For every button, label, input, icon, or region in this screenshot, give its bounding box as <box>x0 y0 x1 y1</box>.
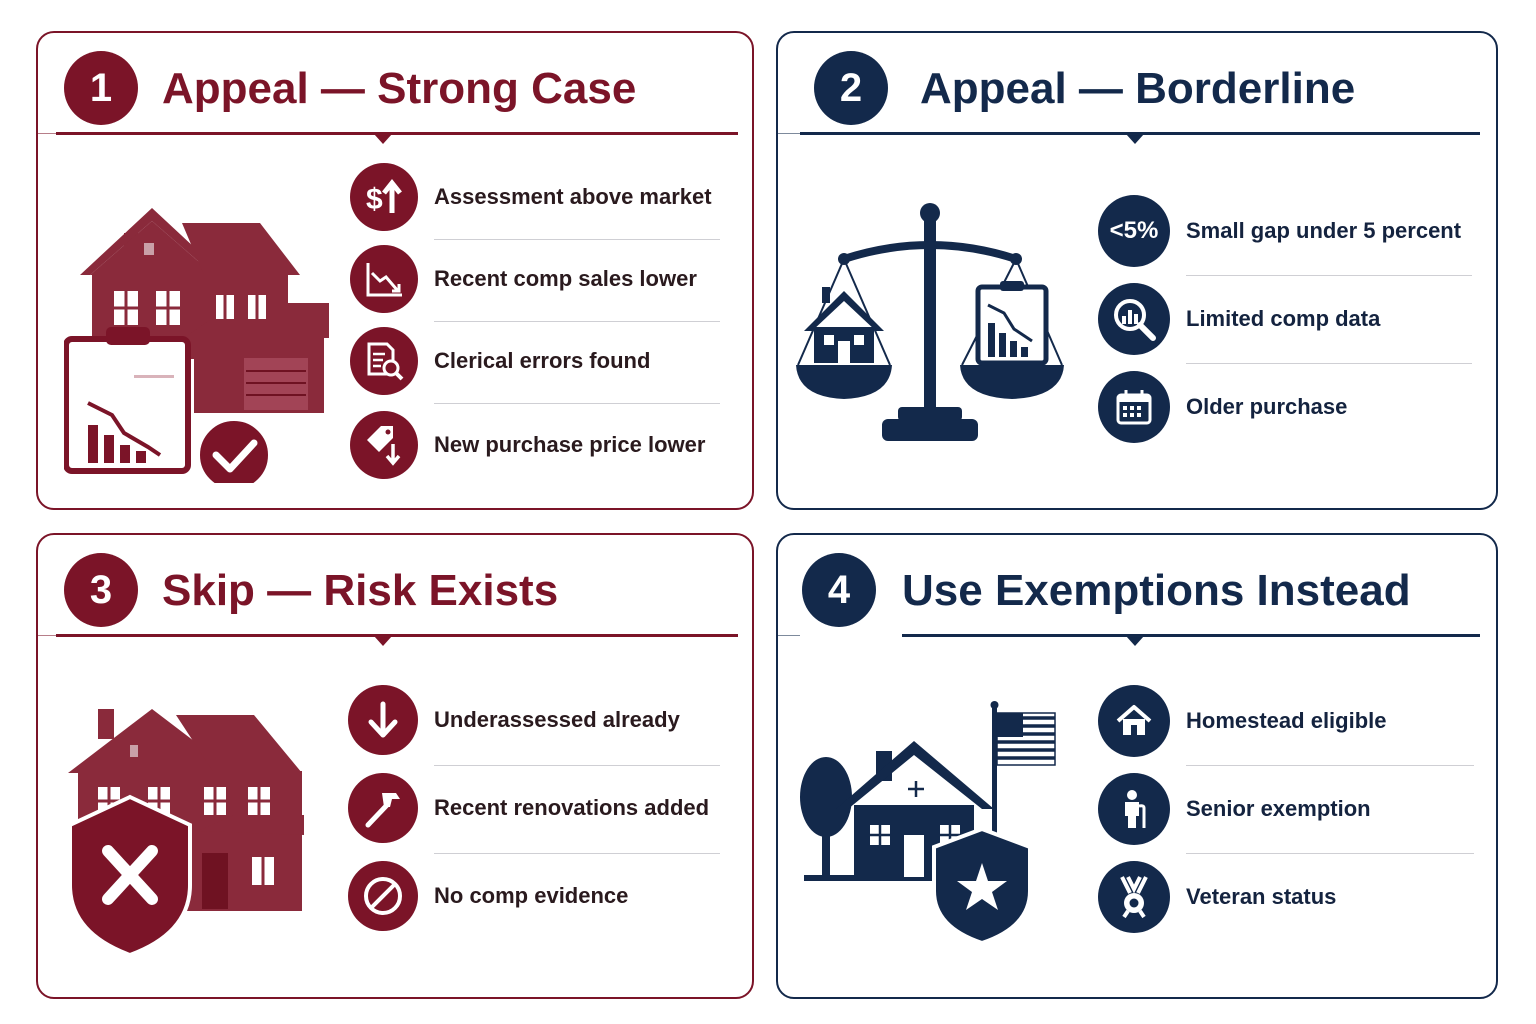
less-than-5-percent-icon: <5% <box>1098 195 1170 267</box>
list-item: Limited comp data <box>1098 283 1478 355</box>
house-flag-star-shield-illustration <box>800 701 1056 945</box>
hammer-icon <box>348 773 418 843</box>
item-label: No comp evidence <box>434 883 629 908</box>
card-title: Use Exemptions Instead <box>902 566 1411 615</box>
item-label: Veteran status <box>1186 884 1337 909</box>
list-item: $ Assessment above market <box>350 163 730 231</box>
calendar-icon <box>1098 371 1170 443</box>
card-header: 1 Appeal — Strong Case <box>38 33 752 144</box>
balance-scale-illustration <box>796 203 1064 441</box>
dollar-up-arrow-icon: $ <box>350 163 418 231</box>
list-item: No comp evidence <box>348 861 730 931</box>
criteria-list: Homestead eligible Senior exemption Vete… <box>1098 685 1480 975</box>
item-label: Senior exemption <box>1186 796 1371 821</box>
number-badge: 1 <box>64 51 138 125</box>
prohibited-icon <box>348 861 418 931</box>
document-magnifier-icon <box>350 327 418 395</box>
card-use-exemptions-instead: 4 Use Exemptions Instead <box>776 533 1498 999</box>
item-label: New purchase price lower <box>434 432 706 457</box>
list-item: <5% Small gap under 5 percent <box>1098 195 1478 267</box>
item-label: Clerical errors found <box>434 348 651 373</box>
card-title: Appeal — Strong Case <box>162 64 637 113</box>
criteria-list: <5% Small gap under 5 percent Limited co… <box>1098 193 1478 483</box>
item-label: Small gap under 5 percent <box>1186 218 1462 243</box>
percent-badge-text: <5% <box>1109 217 1159 244</box>
card-header: 3 Skip — Risk Exists <box>38 535 752 646</box>
down-arrow-icon <box>348 685 418 755</box>
list-item: Clerical errors found <box>350 327 730 395</box>
list-item: Veteran status <box>1098 861 1480 933</box>
house-with-x-shield-illustration <box>68 709 304 957</box>
list-item: Senior exemption <box>1098 773 1480 845</box>
criteria-list: Underassessed already Recent renovations… <box>348 685 730 975</box>
declining-chart-icon <box>350 245 418 313</box>
list-item: Recent renovations added <box>348 773 730 843</box>
number-badge: 4 <box>802 553 876 627</box>
list-item: Older purchase <box>1098 371 1478 443</box>
criteria-list: $ Assessment above market Recent comp sa… <box>350 163 730 493</box>
item-label: Recent renovations added <box>434 795 710 820</box>
list-item: Homestead eligible <box>1098 685 1480 757</box>
item-label: Older purchase <box>1186 394 1348 419</box>
item-label: Assessment above market <box>434 184 712 209</box>
card-title: Appeal — Borderline <box>920 64 1356 113</box>
list-item: Recent comp sales lower <box>350 245 730 313</box>
number-badge: 3 <box>64 553 138 627</box>
card-appeal-strong-case: 1 Appeal — Strong Case <box>36 31 754 510</box>
item-label: Homestead eligible <box>1186 708 1387 733</box>
senior-person-icon <box>1098 773 1170 845</box>
card-appeal-borderline: 2 Appeal — Borderline <box>776 31 1498 510</box>
item-label: Underassessed already <box>434 707 680 732</box>
price-tag-down-icon <box>350 411 418 479</box>
house-with-declining-chart-checkmark-illustration <box>64 208 329 483</box>
home-icon <box>1098 685 1170 757</box>
card-title: Skip — Risk Exists <box>162 566 559 615</box>
list-item: New purchase price lower <box>350 411 730 479</box>
list-item: Underassessed already <box>348 685 730 755</box>
medal-icon <box>1098 861 1170 933</box>
svg-text:$: $ <box>366 183 383 216</box>
number-badge: 2 <box>814 51 888 125</box>
card-header: 4 Use Exemptions Instead <box>778 535 1496 646</box>
item-label: Recent comp sales lower <box>434 266 697 291</box>
item-label: Limited comp data <box>1186 306 1381 331</box>
magnifier-chart-icon <box>1098 283 1170 355</box>
card-skip-risk-exists: 3 Skip — Risk Exists <box>36 533 754 999</box>
card-header: 2 Appeal — Borderline <box>778 33 1496 144</box>
